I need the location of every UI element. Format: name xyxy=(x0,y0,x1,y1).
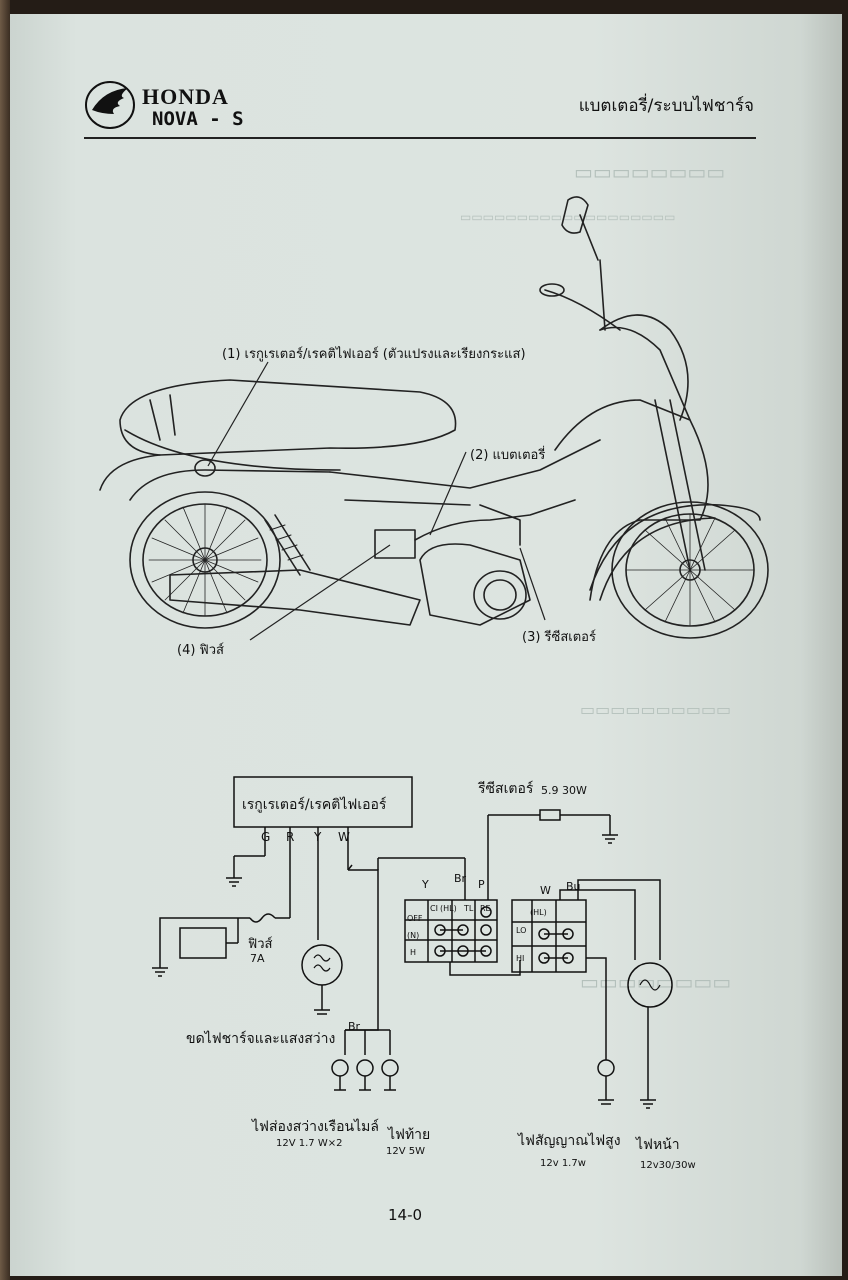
motorcycle-illustration xyxy=(99,196,769,641)
resistor-label: รีซีสเตอร์ xyxy=(478,781,534,797)
switch1-row-h: H xyxy=(410,948,417,957)
switch1-row-n: (N) xyxy=(407,931,420,940)
section-title: แบตเตอรี่/ระบบไฟชาร์จ xyxy=(578,96,754,116)
bleed-through-text: ▭▭▭▭▭▭▭▭▭▭▭▭▭▭▭▭▭▭▭ xyxy=(460,210,676,224)
terminal-r: R xyxy=(286,830,295,844)
meter-lamp-spec: 12V 1.7 W×2 xyxy=(276,1138,343,1149)
switch1-col-hl: (HL) xyxy=(440,904,457,913)
wire-br-lamps: Br xyxy=(348,1020,361,1033)
terminal-w: W xyxy=(338,830,350,844)
wire-br: Br xyxy=(454,872,467,885)
wire-p: P xyxy=(478,878,485,891)
wire-y: Y xyxy=(422,878,429,891)
callout-resistor: (3) รีซีสเตอร์ xyxy=(522,630,596,645)
coil-label: ขดไฟชาร์จและแสงสว่าง xyxy=(186,1031,336,1047)
callout-regulator: (1) เรกูเรเตอร์/เรคติไฟเออร์ (ตัวแปรงและ… xyxy=(222,347,526,362)
headlight-label: ไฟหน้า xyxy=(636,1137,680,1153)
callout-fuse: (4) ฟิวส์ xyxy=(177,643,224,658)
terminal-g: G xyxy=(261,830,271,844)
page-number: 14-0 xyxy=(388,1206,423,1224)
callout-battery: (2) แบตเตอรี่ xyxy=(470,448,546,463)
meter-lamp-label: ไฟส่องสว่างเรือนไมล์ xyxy=(252,1119,379,1135)
wire-w: W xyxy=(540,884,551,897)
tail-lamp-label: ไฟท้าย xyxy=(388,1127,431,1143)
wire-bu: Bu xyxy=(566,880,581,893)
honda-wing-logo xyxy=(85,81,135,129)
fuse-label: ฟิวส์ xyxy=(248,937,273,952)
book-spine xyxy=(0,0,10,1280)
regulator-box-label: เรกูเรเตอร์/เรคติไฟเออร์ xyxy=(242,797,387,813)
model-name: NOVA - S xyxy=(152,108,244,130)
switch1-col-ci: CI xyxy=(430,904,438,913)
header-rule xyxy=(84,137,756,139)
manual-page xyxy=(10,14,842,1276)
bleed-through-text: ▭▭▭▭▭▭▭▭ xyxy=(574,160,726,184)
switch2-row-lo: LO xyxy=(516,926,527,935)
terminal-y: Y xyxy=(314,830,322,844)
switch2-row-hl: (HL) xyxy=(530,908,547,917)
headlight-spec: 12v30/30w xyxy=(640,1160,696,1171)
fuse-rating: 7A xyxy=(250,952,265,965)
switch2-row-hi: HI xyxy=(516,954,525,963)
hibeam-indicator-spec: 12v 1.7w xyxy=(540,1158,586,1169)
hibeam-indicator-label: ไฟสัญญาณไฟสูง xyxy=(518,1133,621,1149)
brand-name: HONDA xyxy=(142,84,229,109)
switch1-col-re: RE xyxy=(480,904,491,913)
tail-lamp-spec: 12V 5W xyxy=(386,1146,425,1157)
bleed-through-text: ▭▭▭▭▭▭▭▭▭▭ xyxy=(580,700,732,719)
switch1-row-off: OFF xyxy=(407,914,423,923)
resistor-spec: 5.9 30W xyxy=(541,784,587,797)
switch1-col-tl: TL xyxy=(464,904,474,913)
